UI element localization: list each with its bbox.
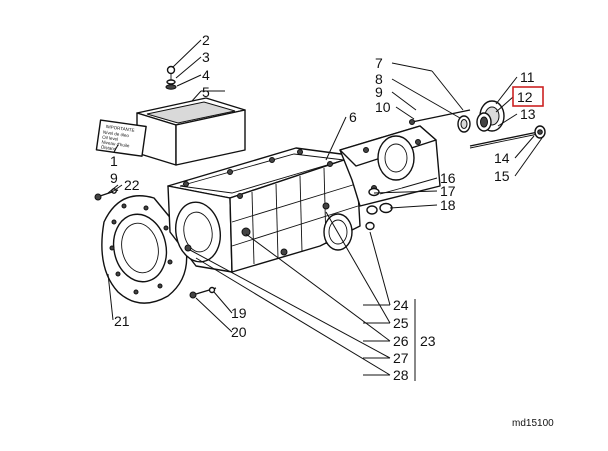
callout-15: 15	[494, 168, 510, 184]
callout-8: 8	[375, 71, 383, 87]
callout-12: 12	[517, 89, 533, 105]
plate-line-4: Ölstand	[101, 143, 118, 151]
callout-7: 7	[375, 55, 383, 71]
callout-18: 18	[440, 197, 456, 213]
callout-24: 24	[393, 297, 409, 313]
plate-line-3: Niveau d'huile	[101, 139, 130, 148]
inspection-cover-part	[136, 97, 246, 166]
callout-20: 20	[231, 324, 247, 340]
callout-27: 27	[393, 350, 409, 366]
callout-16: 16	[440, 170, 456, 186]
callout-9-right: 9	[375, 84, 383, 100]
callout-25: 25	[393, 315, 409, 331]
callout-13: 13	[520, 106, 536, 122]
callout-19: 19	[231, 305, 247, 321]
diagram-code: md15100	[512, 418, 554, 429]
callout-3: 3	[202, 49, 210, 65]
callout-5: 5	[202, 84, 210, 100]
rear-stud-assembly-part	[409, 109, 471, 133]
callout-21: 21	[114, 313, 130, 329]
callout-14: 14	[494, 150, 510, 166]
callout-4: 4	[202, 67, 210, 83]
warning-plate-part: IMPORTANTE Nível de óleo Oil level Nivea…	[95, 119, 147, 157]
callout-12-highlight-box	[512, 86, 544, 107]
callout-22: 22	[124, 177, 140, 193]
callout-labels: 2 3 4 5 6 1 9 22 7 8 9 10 11 12 13 14 15…	[110, 32, 544, 383]
callout-11: 11	[520, 69, 535, 85]
callout-28: 28	[393, 367, 409, 383]
callout-9-left: 9	[110, 170, 118, 186]
plate-line-0: IMPORTANTE	[105, 124, 135, 133]
top-bolt-part	[165, 65, 177, 90]
plate-line-2: Oil level	[102, 135, 119, 142]
callout-2: 2	[202, 32, 210, 48]
callout-1: 1	[110, 153, 118, 169]
callout-23: 23	[420, 333, 436, 349]
callout-10: 10	[375, 99, 391, 115]
leader-lines	[107, 39, 543, 381]
bottom-screw-part	[189, 286, 217, 299]
callout-17: 17	[440, 183, 456, 199]
long-bolt-part	[469, 125, 546, 149]
transmission-housing-part	[167, 147, 361, 273]
callout-6: 6	[349, 109, 357, 125]
plate-line-1: Nível de óleo	[103, 130, 130, 139]
front-flange-part	[101, 195, 188, 304]
callout-26: 26	[393, 333, 409, 349]
rear-bearing-seal-part	[476, 100, 505, 132]
